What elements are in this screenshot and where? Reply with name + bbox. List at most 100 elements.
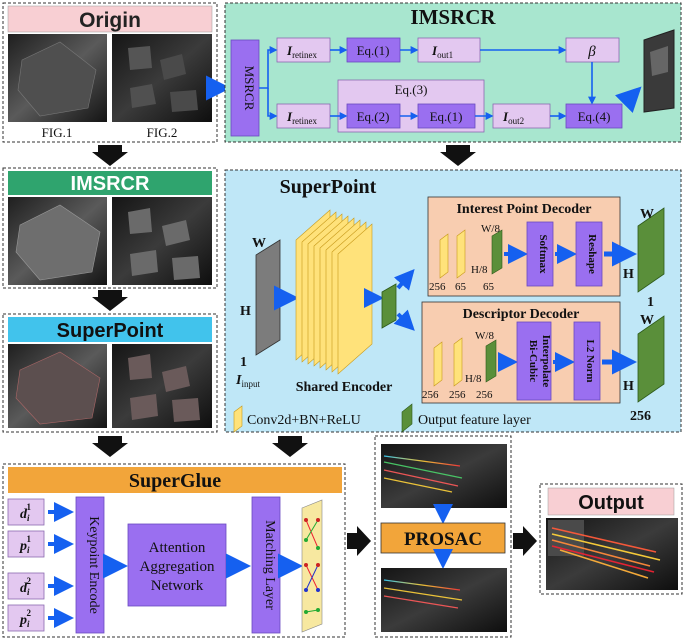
superglue-title: SuperGlue <box>129 470 221 492</box>
attention-box <box>127 523 227 607</box>
down-arrow-origin <box>92 145 128 166</box>
ipd-ch-2: 65 <box>455 281 467 293</box>
eq1-top-box <box>346 37 401 63</box>
origin-title: Origin <box>79 9 141 32</box>
eq1-top-label: Eq.(1) <box>357 43 390 58</box>
keypoint-encode-label: Keypoint Encode <box>86 516 101 614</box>
down-arrow-superpoint <box>272 436 308 457</box>
input-c-label: 1 <box>240 355 247 370</box>
ipd-out-h: H <box>623 267 634 282</box>
input-h-label: H <box>240 304 251 319</box>
i-out2-i: I <box>502 109 509 124</box>
left-superpoint-title: SuperPoint <box>57 320 164 342</box>
ipd-ch-1: 256 <box>429 281 446 293</box>
imsrcr-panel: IMSRCR MSRCR Eq.(3) Iretinex Eq.(1) Iout… <box>224 2 682 143</box>
shared-encoder-label: Shared Encoder <box>296 380 393 395</box>
superpoint-panel: SuperPoint W H 1 Iinput Shared Encoder I… <box>224 169 682 433</box>
down-arrow-imsrcr <box>440 145 476 166</box>
bicubic-label-2: Interpolate <box>540 335 552 388</box>
right-arrow-superglue <box>347 526 371 556</box>
svg-text:Iretinex: Iretinex <box>286 109 318 126</box>
p2-box <box>7 604 45 632</box>
i-out1-i: I <box>431 43 438 58</box>
ipd-w8: W/8 <box>481 223 500 235</box>
dd-ch-2: 256 <box>449 389 466 401</box>
i-out1-box <box>417 37 481 63</box>
eq4-label: Eq.(4) <box>578 109 611 124</box>
reshape-box <box>575 221 603 287</box>
ipd-out-w: W <box>640 207 654 222</box>
matching-graph-icon <box>301 499 323 633</box>
prosac-bottom-image <box>381 568 507 632</box>
svg-text:Iout2: Iout2 <box>502 109 524 126</box>
input-w-label: W <box>252 236 266 251</box>
matching-layer-label: Matching Layer <box>262 520 277 610</box>
ipd-out-c: 1 <box>647 295 654 310</box>
p2-p: p <box>19 613 27 628</box>
dd-out-w: W <box>640 313 654 328</box>
p2-sub: i <box>27 619 30 629</box>
svg-text:pi2: pi2 <box>19 608 32 629</box>
dd-out-c: 256 <box>630 409 651 424</box>
svg-text:Iinput: Iinput <box>235 373 260 389</box>
attention-line1: Attention <box>149 540 206 556</box>
left-imsrcr-title: IMSRCR <box>71 173 150 195</box>
attention-line3: Network <box>151 578 204 594</box>
left-superpoint-panel: SuperPoint <box>2 313 218 433</box>
origin-panel: Origin FIG.1 FIG.2 <box>2 2 218 143</box>
softmax-label: Softmax <box>537 234 549 274</box>
eq1-bottom-label: Eq.(1) <box>430 109 463 124</box>
d2-sup: 2 <box>27 576 32 586</box>
dd-ch-3: 256 <box>476 389 493 401</box>
i-retinex-top-sub: retinex <box>292 50 317 60</box>
imsrcr-result-image <box>643 29 675 113</box>
keypoint-encode-box <box>75 496 105 634</box>
svg-text:di2: di2 <box>20 576 32 597</box>
i-out2-box <box>492 103 551 129</box>
p1-p: p <box>19 539 27 554</box>
ipd-h8: H/8 <box>471 264 488 276</box>
d2-d: d <box>20 581 28 596</box>
beta-box <box>565 37 620 63</box>
dd-output-layer <box>637 315 665 403</box>
superpoint-title: SuperPoint <box>280 176 377 198</box>
p1-box <box>7 530 45 558</box>
prosac-top-image <box>381 444 507 508</box>
d2-sub: i <box>27 587 30 597</box>
i-retinex-bottom <box>276 103 331 129</box>
svg-text:Iretinex: Iretinex <box>286 43 318 60</box>
down-arrow-left-superpoint <box>92 436 128 457</box>
dd-w8: W/8 <box>475 330 494 342</box>
prosac-box <box>380 522 506 554</box>
dd-out-h: H <box>623 379 634 394</box>
bicubic-label-1: Bi-Cubic <box>527 340 539 382</box>
d1-d: d <box>20 507 28 522</box>
d1-box <box>7 498 45 526</box>
down-arrow-left-imsrcr <box>92 290 128 311</box>
ipd-title: Interest Point Decoder <box>456 202 591 217</box>
imsrcr-title: IMSRCR <box>410 5 496 29</box>
legend-conv-label: Conv2d+BN+ReLU <box>247 413 361 428</box>
eq4-box <box>565 103 623 129</box>
svg-text:Iout1: Iout1 <box>431 43 453 60</box>
eq3-label: Eq.(3) <box>395 82 428 97</box>
i-out2-sub: out2 <box>508 116 524 126</box>
left-imsrcr-panel: IMSRCR <box>2 167 218 289</box>
dd-title: Descriptor Decoder <box>463 307 580 322</box>
bicubic-box <box>516 321 552 401</box>
output-panel: Output <box>539 483 683 595</box>
softmax-box <box>526 221 554 287</box>
eq2-label: Eq.(2) <box>357 109 390 124</box>
i-retinex-bottom-sub: retinex <box>292 116 317 126</box>
dd-ch-1: 256 <box>422 389 439 401</box>
d1-sup: 1 <box>27 502 32 512</box>
legend-out-label: Output feature layer <box>418 413 531 428</box>
prosac-label: PROSAC <box>404 529 482 550</box>
l2norm-label: L2 Norm <box>584 339 596 382</box>
l2norm-box <box>573 321 601 401</box>
msrcr-label: MSRCR <box>242 66 257 111</box>
fig2-label: FIG.2 <box>147 125 178 140</box>
encoder-output-layer <box>381 283 397 329</box>
i-retinex-bottom-i: I <box>286 109 293 124</box>
legend-conv-swatch <box>233 405 243 433</box>
